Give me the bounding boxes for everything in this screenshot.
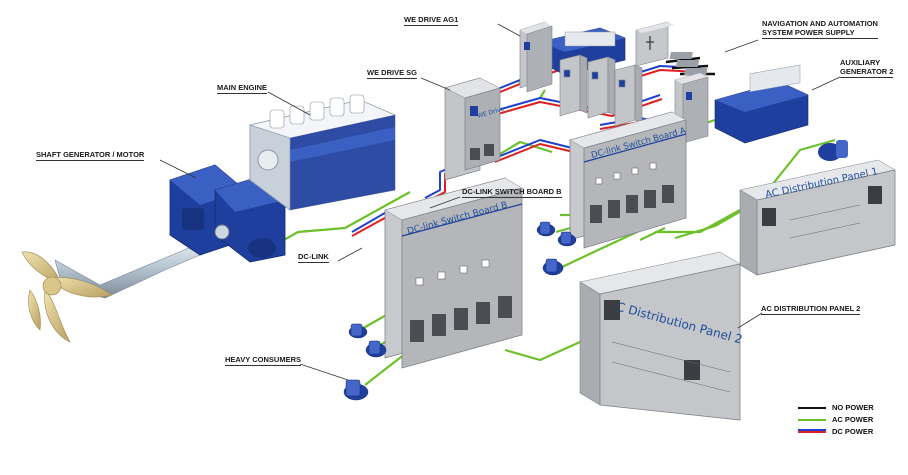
label-main-engine: MAIN ENGINE	[217, 83, 268, 94]
legend: NO POWER AC POWER DC POWER	[798, 402, 898, 438]
legend-label-dc-power: DC POWER	[832, 427, 874, 436]
motors-board-a	[536, 221, 577, 276]
label-ac-panel-2: AC DISTRIBUTION PANEL 2	[761, 304, 861, 315]
label-navigation-line1: NAVIGATION AND AUTOMATION	[762, 19, 878, 28]
we-drive-cabinets	[559, 54, 643, 127]
navigation-power-supply	[635, 21, 674, 67]
ac-distribution-panel-2: AC Distribution Panel 2	[579, 251, 744, 421]
motors-heavy-consumers	[343, 323, 387, 401]
label-navigation-line2: SYSTEM POWER SUPPLY	[762, 28, 855, 37]
we-drive-ag1-cabinet	[519, 21, 553, 93]
auxiliary-generator-2	[714, 64, 809, 144]
callout-leaders	[159, 23, 841, 381]
main-engine	[248, 94, 396, 211]
dc-link-switch-board-a: DC-link Switch Board A	[569, 111, 687, 249]
legend-label-ac-power: AC POWER	[832, 415, 874, 424]
legend-swatch-no-power	[798, 407, 826, 409]
label-dc-link: DC-LINK	[298, 252, 329, 263]
legend-item-ac-power: AC POWER	[798, 414, 898, 426]
legend-label-no-power: NO POWER	[832, 403, 874, 412]
label-navigation-power: NAVIGATION AND AUTOMATION SYSTEM POWER S…	[762, 19, 878, 39]
navigation-consumers	[669, 52, 708, 75]
label-we-drive-sg: WE DRIVE SG	[367, 68, 418, 79]
we-drive-sg-cabinet: WE Drive	[444, 77, 505, 181]
label-heavy-consumers: HEAVY CONSUMERS	[225, 355, 301, 366]
label-dc-link-board-b: DC-LINK SWITCH BOARD B	[462, 187, 562, 198]
legend-item-dc-power: DC POWER	[798, 426, 898, 438]
legend-swatch-dc-power	[798, 429, 826, 433]
label-we-drive-ag1: WE DRIVE AG1	[404, 15, 459, 26]
dc-link-switch-board-b: DC-link Switch Board B	[384, 177, 523, 369]
label-auxiliary-gen2: AUXILIARY GENERATOR 2	[840, 58, 894, 78]
label-auxiliary-line2: GENERATOR 2	[840, 67, 894, 76]
motor-ac-panel-1	[818, 140, 848, 161]
propeller	[21, 234, 229, 343]
shaft-generator-motor	[169, 164, 286, 263]
label-auxiliary-line1: AUXILIARY	[840, 58, 881, 67]
ac-distribution-panel-1: AC Distribution Panel 1	[739, 159, 896, 276]
legend-item-no-power: NO POWER	[798, 402, 898, 414]
legend-swatch-ac-power	[798, 419, 826, 421]
label-shaft-generator: SHAFT GENERATOR / MOTOR	[36, 150, 145, 161]
